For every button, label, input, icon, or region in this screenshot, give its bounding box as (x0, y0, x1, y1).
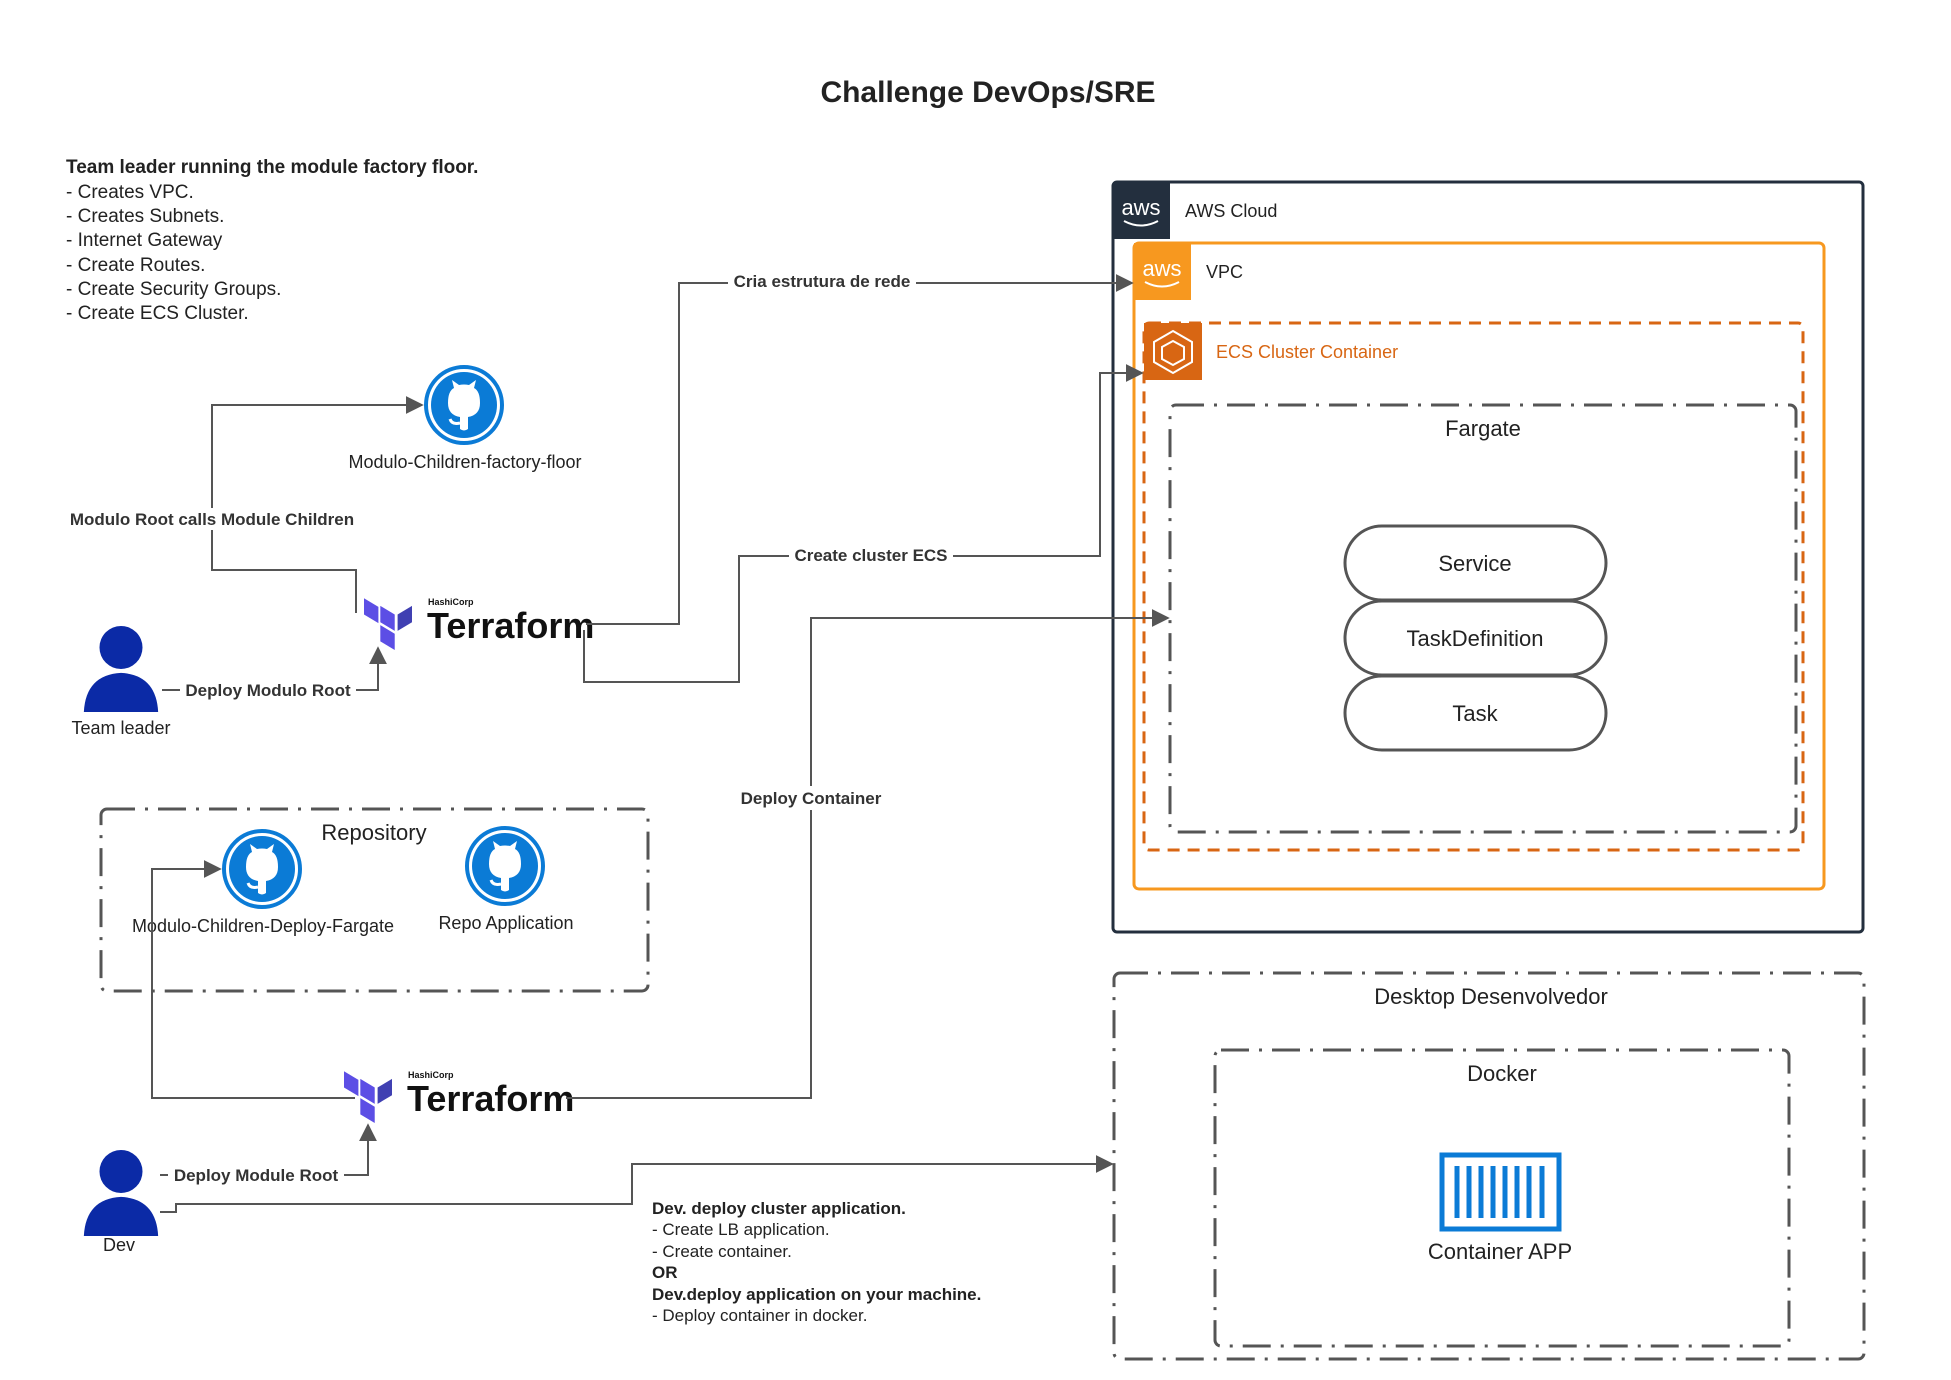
edge-label-modulo-root-calls: Modulo Root calls Module Children (70, 510, 354, 529)
desktop-frame (1112, 971, 1866, 1361)
team-leader-note-item: - Creates VPC. (66, 182, 194, 203)
edge-label-create-cluster: Create cluster ECS (794, 546, 947, 565)
repo-deploy-fargate: Modulo-Children-Deploy-Fargate (132, 829, 394, 936)
person-icon (83, 625, 159, 712)
terraform-name: Terraform (407, 1078, 574, 1119)
repo-factory-floor-label: Modulo-Children-factory-floor (348, 452, 581, 472)
repository-label: Repository (321, 820, 426, 845)
aws-cloud-frame (1111, 180, 1865, 934)
ecs-item-label: TaskDefinition (1407, 626, 1544, 651)
dev-note-item: - Create container. (652, 1242, 792, 1261)
terraform-brand: HashiCorp (428, 597, 474, 607)
vpc-label: VPC (1206, 262, 1243, 282)
edge-dev-to-desktop (160, 1155, 1114, 1213)
team-leader-note-item: - Creates Subnets. (66, 206, 224, 227)
repo-factory-floor: Modulo-Children-factory-floor (348, 365, 582, 472)
terraform-name: Terraform (427, 605, 594, 646)
vpc-group: aws VPC (1132, 241, 1826, 891)
actor-dev: Dev (83, 1149, 159, 1255)
team-leader-note-item: - Create Routes. (66, 255, 205, 276)
desktop-label: Desktop Desenvolvedor (1374, 984, 1608, 1009)
dev-note: Dev. deploy cluster application. - Creat… (652, 1199, 981, 1325)
dev-note-heading: Dev. deploy cluster application. (652, 1199, 906, 1218)
edge-label-deploy-modulo-root: Deploy Modulo Root (185, 681, 351, 700)
ecs-item-service: Service (1343, 524, 1608, 602)
vpc-frame (1132, 241, 1826, 891)
dev-note-heading: Dev.deploy application on your machine. (652, 1285, 981, 1304)
diagram-title: Challenge DevOps/SRE (820, 76, 1155, 109)
repo-application: Repo Application (438, 826, 574, 933)
docker-group: Docker (1213, 1048, 1791, 1348)
aws-cloud-icon: aws (1113, 182, 1170, 239)
edge-create-cluster (583, 364, 1144, 683)
team-leader-note-item: - Create Security Groups. (66, 279, 281, 300)
vpc-icon: aws (1134, 243, 1191, 300)
team-leader-note-heading: Team leader running the module factory f… (66, 157, 478, 178)
team-leader-note-item: - Internet Gateway (66, 230, 223, 251)
ecs-cluster-label: ECS Cluster Container (1216, 342, 1398, 362)
terraform-top: HashiCorp Terraform (364, 597, 594, 651)
github-icon (424, 365, 504, 445)
dev-note-item: - Deploy container in docker. (652, 1306, 867, 1325)
container-icon (1439, 1152, 1562, 1232)
actor-team-leader-label: Team leader (71, 718, 170, 738)
github-icon (222, 829, 302, 909)
aws-cloud-group: aws AWS Cloud (1111, 180, 1865, 934)
fargate-frame (1168, 403, 1798, 834)
edge-modulo-root-calls (211, 396, 424, 613)
person-icon (83, 1149, 159, 1236)
container-app-label: Container APP (1428, 1239, 1572, 1264)
github-icon (465, 826, 545, 906)
edge-terraform-to-repo (151, 860, 355, 1099)
repo-deploy-fargate-label: Modulo-Children-Deploy-Fargate (132, 916, 394, 936)
edge-label-cria-estrutura: Cria estrutura de rede (734, 272, 911, 291)
container-app: Container APP (1428, 1152, 1572, 1264)
connectors (151, 274, 1170, 1213)
repository-frame (99, 807, 650, 993)
terraform-bottom: HashiCorp Terraform (344, 1070, 574, 1124)
fargate-group: Fargate (1168, 403, 1798, 834)
terraform-icon (364, 598, 412, 651)
dev-note-or: OR (652, 1263, 678, 1282)
ecs-item-task-definition: TaskDefinition (1343, 599, 1608, 677)
docker-frame (1213, 1048, 1791, 1348)
ecs-item-label: Service (1438, 551, 1511, 576)
repo-application-label: Repo Application (438, 913, 573, 933)
team-leader-note-item: - Create ECS Cluster. (66, 303, 249, 324)
team-leader-note: Team leader running the module factory f… (66, 157, 478, 324)
actor-dev-label: Dev (103, 1235, 135, 1255)
aws-cloud-label: AWS Cloud (1185, 201, 1277, 221)
edge-labels: Modulo Root calls Module Children Deploy… (70, 270, 953, 1187)
svg-text:aws: aws (1121, 195, 1160, 220)
dev-note-item: - Create LB application. (652, 1220, 830, 1239)
repository-group: Repository (99, 807, 650, 993)
edge-label-deploy-module-root: Deploy Module Root (174, 1166, 339, 1185)
docker-label: Docker (1467, 1061, 1537, 1086)
ecs-item-task: Task (1343, 674, 1608, 752)
edge-deploy-container (566, 609, 1170, 1099)
ecs-icon (1144, 323, 1202, 380)
terraform-brand: HashiCorp (408, 1070, 454, 1080)
svg-text:aws: aws (1142, 256, 1181, 281)
desktop-group: Desktop Desenvolvedor (1112, 971, 1866, 1361)
edge-cria-estrutura (586, 274, 1134, 625)
ecs-cluster-frame (1142, 321, 1805, 852)
ecs-cluster-group: ECS Cluster Container (1142, 321, 1805, 852)
edge-label-deploy-container: Deploy Container (741, 789, 882, 808)
ecs-item-label: Task (1452, 701, 1498, 726)
fargate-label: Fargate (1445, 416, 1521, 441)
actor-team-leader: Team leader (71, 625, 171, 738)
